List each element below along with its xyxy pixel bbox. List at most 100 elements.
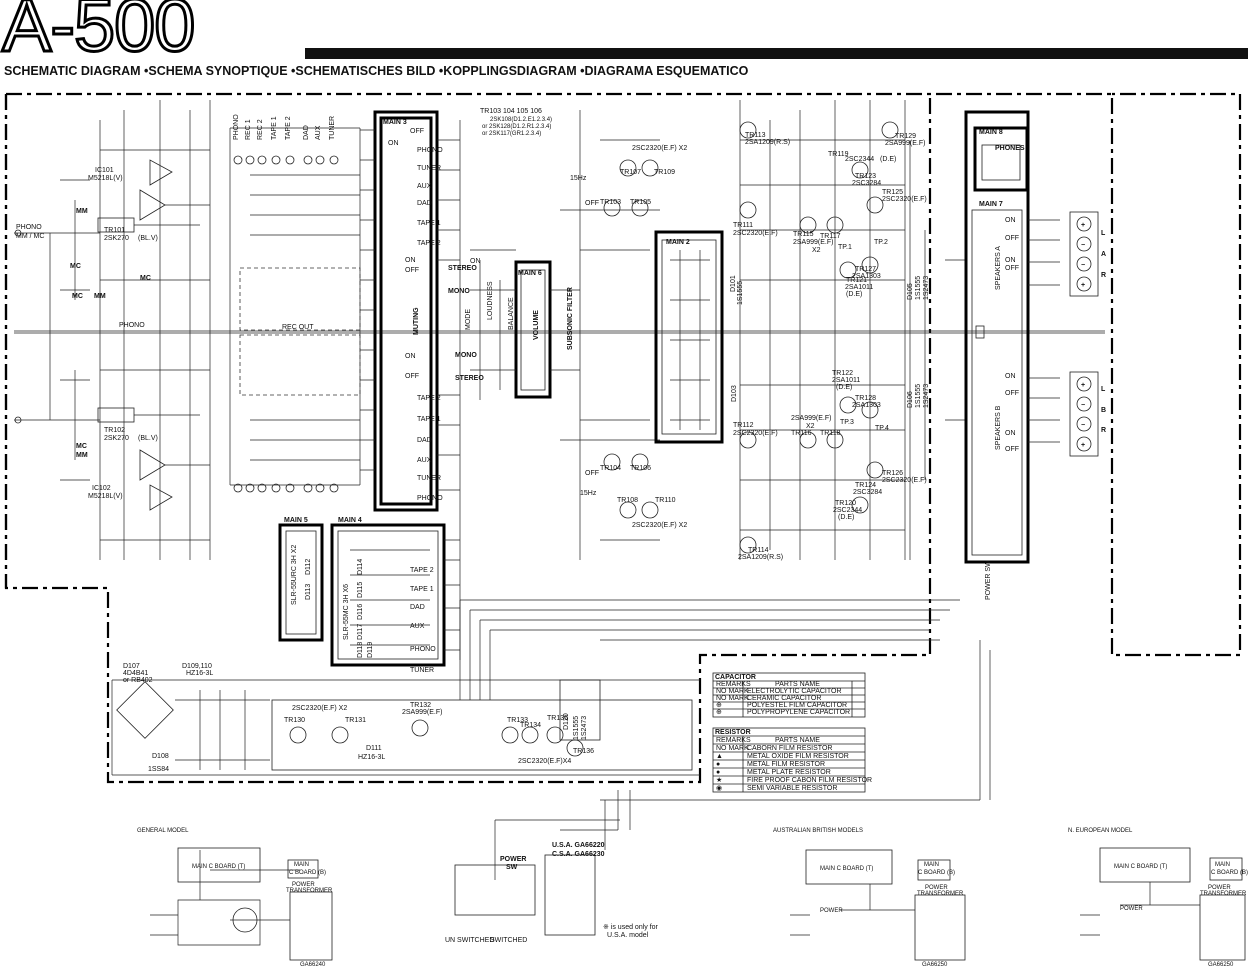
tr126-part: 2SC2320(E.F) [882,477,927,484]
aus-main-c-board: MAIN C BOARD (T) [820,866,873,872]
selector-position-upper: TUNER [417,165,441,172]
main4-position: TUNER [410,667,434,674]
term-a-a: A [1101,251,1106,258]
selector-position-lower: AUX [417,457,432,464]
input-jack-lower [233,483,243,493]
tr108-label: TR108 [617,497,638,504]
spk-a-on: ON [1005,217,1016,224]
ic101-opamp-a [139,189,166,221]
off-lower: OFF [585,470,599,477]
input-jack-lower [285,483,295,493]
ac-input-wiring [454,800,620,936]
subsonic-label: SUBSONIC FILTER [567,287,574,350]
main7-speaker-board [964,110,1060,564]
d101-label: D101 [730,275,737,292]
tr103-group: TR103 104 105 106 [480,108,542,115]
tr132-part: 2SA999(E.F) [402,709,442,716]
mc-label-4: MC [76,443,87,450]
tr128-part: 2SA1303 [852,402,881,409]
ic102-label: IC102 [92,485,111,492]
main4-led-board [330,523,446,667]
cap-legend-remark: ⊕ [716,709,722,716]
diagram-subtitle: SCHEMATIC DIAGRAM •SCHEMA SYNOPTIQUE •SC… [4,64,749,78]
tr129-part: 2SA999(E.F) [885,140,925,147]
aus-power-tr-2: TRANSFORMER [917,891,964,897]
res-legend-name: METAL OXIDE FILM RESISTOR [747,753,849,760]
tr106-symbol [631,453,649,471]
spk-a-off-2: OFF [1005,265,1019,272]
tr102-package [97,407,135,423]
csa-transformer: C.S.A. GA66230 [552,851,605,858]
tr112-part: 2SC2320(E.F) [733,430,778,437]
tr113-symbol [739,121,757,139]
tr119-part: 2SC2344 [845,156,874,163]
main3-off-2: OFF [405,267,419,274]
mc-label-3: MC [72,293,83,300]
res-legend-h1: REMARKS [716,737,751,744]
tr113-label: TR113 [745,132,766,139]
tr122-label: TR122 [832,370,853,377]
cap-legend-name: CERAMIC CAPACITOR [747,695,821,702]
d105-part-a: 1S1555 [915,276,922,300]
q2sc2320-ps: 2SC2320(E.F) X2 [292,705,347,712]
q2sa999-upper: 2SA999(E.F) [793,239,833,246]
selector-position-upper: PHONO [417,147,443,154]
d105-label: D105 [907,283,914,300]
term-a-plus-1: + [1081,222,1085,229]
selector-position-upper: AUX [417,183,432,190]
phono-rail-label: PHONO [119,322,145,329]
tr120-symbol [851,496,869,514]
phono-jack-upper [14,229,22,237]
tr135-label: TR135 [547,715,568,722]
aus-main-b-2: C BOARD (B) [918,870,955,876]
main4-position: AUX [410,623,425,630]
tr125-label: TR125 [882,189,903,196]
d106-part-b: 1S2473 [923,384,930,408]
res-legend-name: CABORN FILM RESISTOR [747,745,832,752]
selector-position-lower: TUNER [417,475,441,482]
d105-part-b: 1S2473 [923,276,930,300]
res-legend-name: FIRE PROOF CABON FILM RESISTOR [747,777,872,784]
tr109-symbol [641,159,659,177]
d108-part: 1SS84 [148,766,169,773]
cap-legend-name: ELECTROLYTIC CAPACITOR [747,688,842,695]
australian-model-inset [790,849,966,961]
eur-power-tr-1: POWER [1208,885,1231,891]
gen-power-tr-2: TRANSFORMER [286,888,333,894]
australian-model-label: AUSTRALIAN BRITISH MODELS [773,828,863,834]
main4-position: TAPE 1 [410,586,434,593]
aus-power-tr-1: POWER [925,885,948,891]
title-bar [305,48,1248,59]
tr111-symbol [739,201,757,219]
tr103-label: TR103 [600,199,621,206]
gen-ga: GA66240 [300,962,326,968]
term-b-plus-1: + [1081,382,1085,389]
main3-selector-board [360,110,460,512]
tr110-label: TR110 [655,497,676,504]
eur-power: POWER [1120,906,1143,912]
bridge-rectifier [116,681,174,739]
tr130-symbol [289,726,307,744]
tr105-symbol [631,199,649,217]
d118-label: D118 [357,642,364,658]
term-b-minus-2: − [1081,422,1085,429]
d107-alt: or RB402 [123,677,153,684]
main3-on-2: ON [405,257,416,264]
unswitched-label: UN SWITCHED [445,937,494,944]
spk-a-off: OFF [1005,235,1019,242]
d111-label: D111 [366,745,382,752]
tr104-label: TR104 [600,465,621,472]
mc-label-1: MC [70,263,81,270]
loudness-on: ON [470,258,481,265]
d113-label: D113 [305,584,312,600]
tr112-label: TR112 [733,422,754,429]
d107-label: D107 [123,663,140,670]
eur-main-b-1: MAIN [1215,862,1230,868]
term-a-plus-2: + [1081,282,1085,289]
muting-label: MUTING [413,307,420,335]
d101-part: 1S1555 [737,281,744,305]
main5-label: MAIN 5 [284,517,308,524]
d120-label: D120 [563,713,570,730]
tr124-part: 2SC3284 [853,489,882,496]
